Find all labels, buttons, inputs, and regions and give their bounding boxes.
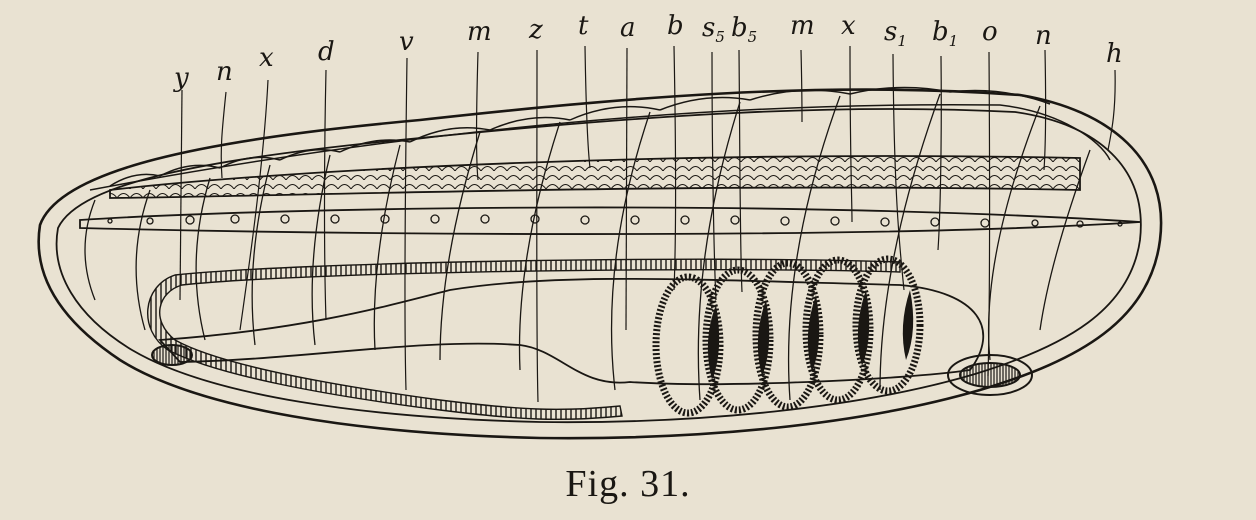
label-x2: x	[841, 11, 856, 41]
scaled-band	[109, 155, 1081, 199]
notochord	[79, 206, 1141, 235]
label-b1: b1	[932, 17, 958, 50]
label-x: x	[259, 43, 274, 73]
figure-caption: Fig. 31.	[565, 463, 691, 505]
oral-opening	[947, 354, 1033, 396]
label-m2: m	[790, 11, 815, 41]
label-d: d	[318, 37, 335, 67]
label-h: h	[1106, 39, 1123, 69]
label-s5: s5	[702, 13, 725, 46]
gill-arches	[652, 255, 924, 417]
anus-tube	[151, 344, 193, 366]
label-v: v	[399, 27, 414, 57]
label-m: m	[467, 17, 492, 47]
label-z: z	[528, 15, 543, 45]
label-b5: b5	[731, 13, 757, 46]
label-b: b	[667, 11, 684, 41]
label-a: a	[620, 13, 636, 43]
notochord-cells	[107, 214, 1123, 228]
label-n: n	[216, 57, 233, 87]
label-o: o	[982, 17, 998, 47]
dorsal-myomeres	[89, 86, 1111, 191]
leader-lines	[179, 45, 1116, 403]
gill-slits	[707, 290, 914, 380]
label-s1: s1	[884, 17, 907, 50]
label-y: y	[173, 63, 189, 93]
diagram-labels: y n x d v m z t a b s5 b5 m x s1 b1 o n …	[173, 11, 1123, 93]
myotome-lines	[84, 93, 1091, 401]
label-n2: n	[1035, 21, 1052, 51]
label-t: t	[578, 11, 589, 41]
